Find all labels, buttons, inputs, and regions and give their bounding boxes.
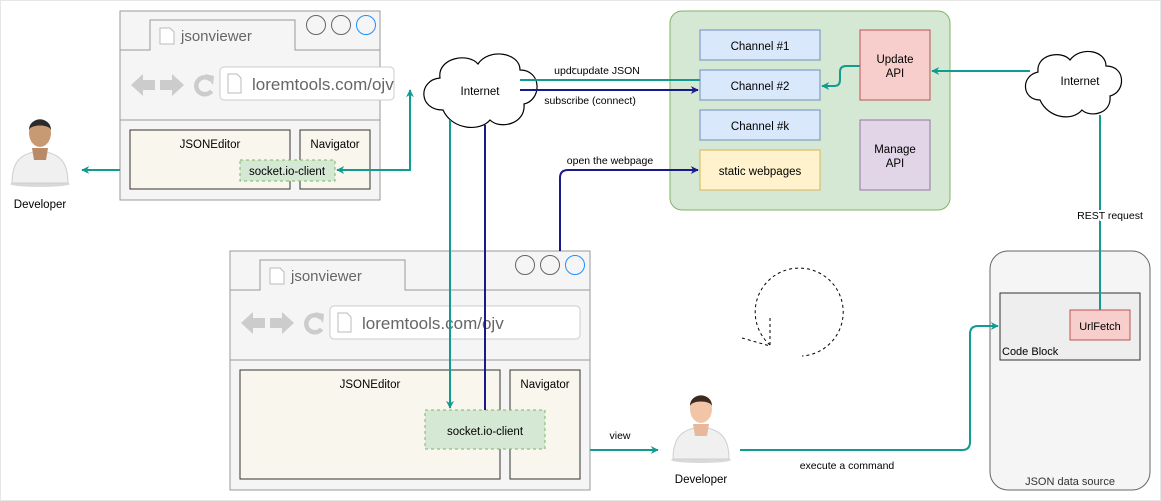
page-icon (337, 312, 352, 333)
static-webpages-label: static webpages (719, 166, 802, 178)
navigator-label: Navigator (520, 379, 569, 391)
url-text: loremtools.com/ojv (362, 314, 504, 333)
developer-left-label: Developer (14, 199, 67, 211)
json-data-source: JSON data source (989, 250, 1151, 491)
socket-io-client: socket.io-client (239, 159, 336, 182)
channel-k-label: Channel #k (731, 121, 789, 133)
channel-1-label: Channel #1 (731, 41, 790, 53)
reload-icon[interactable] (304, 312, 324, 335)
edge-open-webpage (559, 166, 699, 251)
socket-io-client-label: socket.io-client (447, 426, 524, 438)
maximize-button[interactable] (331, 15, 351, 35)
window-controls (306, 15, 376, 35)
page-icon (269, 267, 285, 285)
close-button[interactable] (565, 255, 585, 275)
manage-api-label-1: Manage (874, 144, 916, 156)
edge-label-execute: execute a command (800, 460, 895, 472)
developer-left-avatar: Developer (10, 119, 70, 211)
forward-arrow-icon[interactable] (160, 74, 184, 96)
reload-icon[interactable] (194, 74, 214, 97)
page-icon (227, 73, 242, 94)
edge-label-open-webpage: open the webpage (567, 155, 654, 167)
developer-bottom-avatar: Developer (671, 395, 731, 486)
static-webpages: static webpages (699, 149, 821, 191)
manage-api-label-2: API (886, 158, 905, 170)
internet-left-label: Internet (461, 86, 501, 98)
manage-api: Manage API (859, 119, 931, 191)
close-button[interactable] (356, 15, 376, 35)
navigator-label: Navigator (310, 139, 359, 151)
channel-1: Channel #1 (699, 29, 821, 61)
jsoneditor-label: JSONEditor (340, 379, 401, 391)
socket-io-client-label: socket.io-client (249, 166, 326, 178)
tab-title: jsonviewer (290, 268, 362, 285)
browser-window-bottom: jsonviewer loremtools.com/ojv JSONEditor (229, 250, 591, 491)
edge-updateapi-to-channel2 (821, 65, 860, 90)
json-data-source-label: JSON data source (1025, 476, 1115, 488)
socket-io-client: socket.io-client (424, 409, 546, 450)
channel-2-label: Channel #2 (731, 81, 790, 93)
edge-label-rest-request: REST request (1077, 210, 1143, 222)
forward-arrow-icon[interactable] (270, 312, 294, 334)
back-arrow-icon[interactable] (241, 312, 265, 334)
urlfetch-label: UrlFetch (1079, 321, 1121, 333)
address-bar[interactable]: loremtools.com/ojv (329, 305, 581, 340)
edge-execute-command (740, 322, 999, 451)
tab-title: jsonviewer (180, 28, 252, 45)
back-arrow-icon[interactable] (131, 74, 155, 96)
edge-label-update-json: updꞇupdate JSON (554, 65, 640, 77)
update-api-label-2: API (886, 68, 905, 80)
window-controls (515, 255, 585, 275)
internet-cloud-left: Internet (423, 53, 538, 128)
edge-label-view: view (609, 430, 630, 442)
url-text: loremtools.com/ojv (252, 75, 394, 94)
update-api: Update API (859, 29, 931, 101)
page-icon (159, 27, 175, 45)
developer-bottom-label: Developer (675, 474, 728, 486)
internet-right-label: Internet (1061, 76, 1101, 88)
jsoneditor-label: JSONEditor (180, 139, 241, 151)
internet-cloud-right: Internet (1024, 50, 1123, 118)
edge-client-top-to-internet (336, 89, 414, 174)
browser-window-top: jsonviewer loremtools.com/ojv JSONEditor (119, 10, 395, 201)
update-api-label-1: Update (876, 54, 913, 66)
minimize-button[interactable] (306, 15, 326, 35)
channel-k: Channel #k (699, 109, 821, 141)
code-block-label: Code Block (1002, 346, 1059, 358)
urlfetch: UrlFetch (1069, 309, 1131, 341)
refresh-cycle-icon (741, 267, 844, 357)
address-bar[interactable]: loremtools.com/ojv (219, 66, 395, 101)
channel-2: Channel #2 (699, 69, 821, 101)
edge-label-subscribe: subscribe (connect) (544, 95, 636, 107)
maximize-button[interactable] (540, 255, 560, 275)
minimize-button[interactable] (515, 255, 535, 275)
